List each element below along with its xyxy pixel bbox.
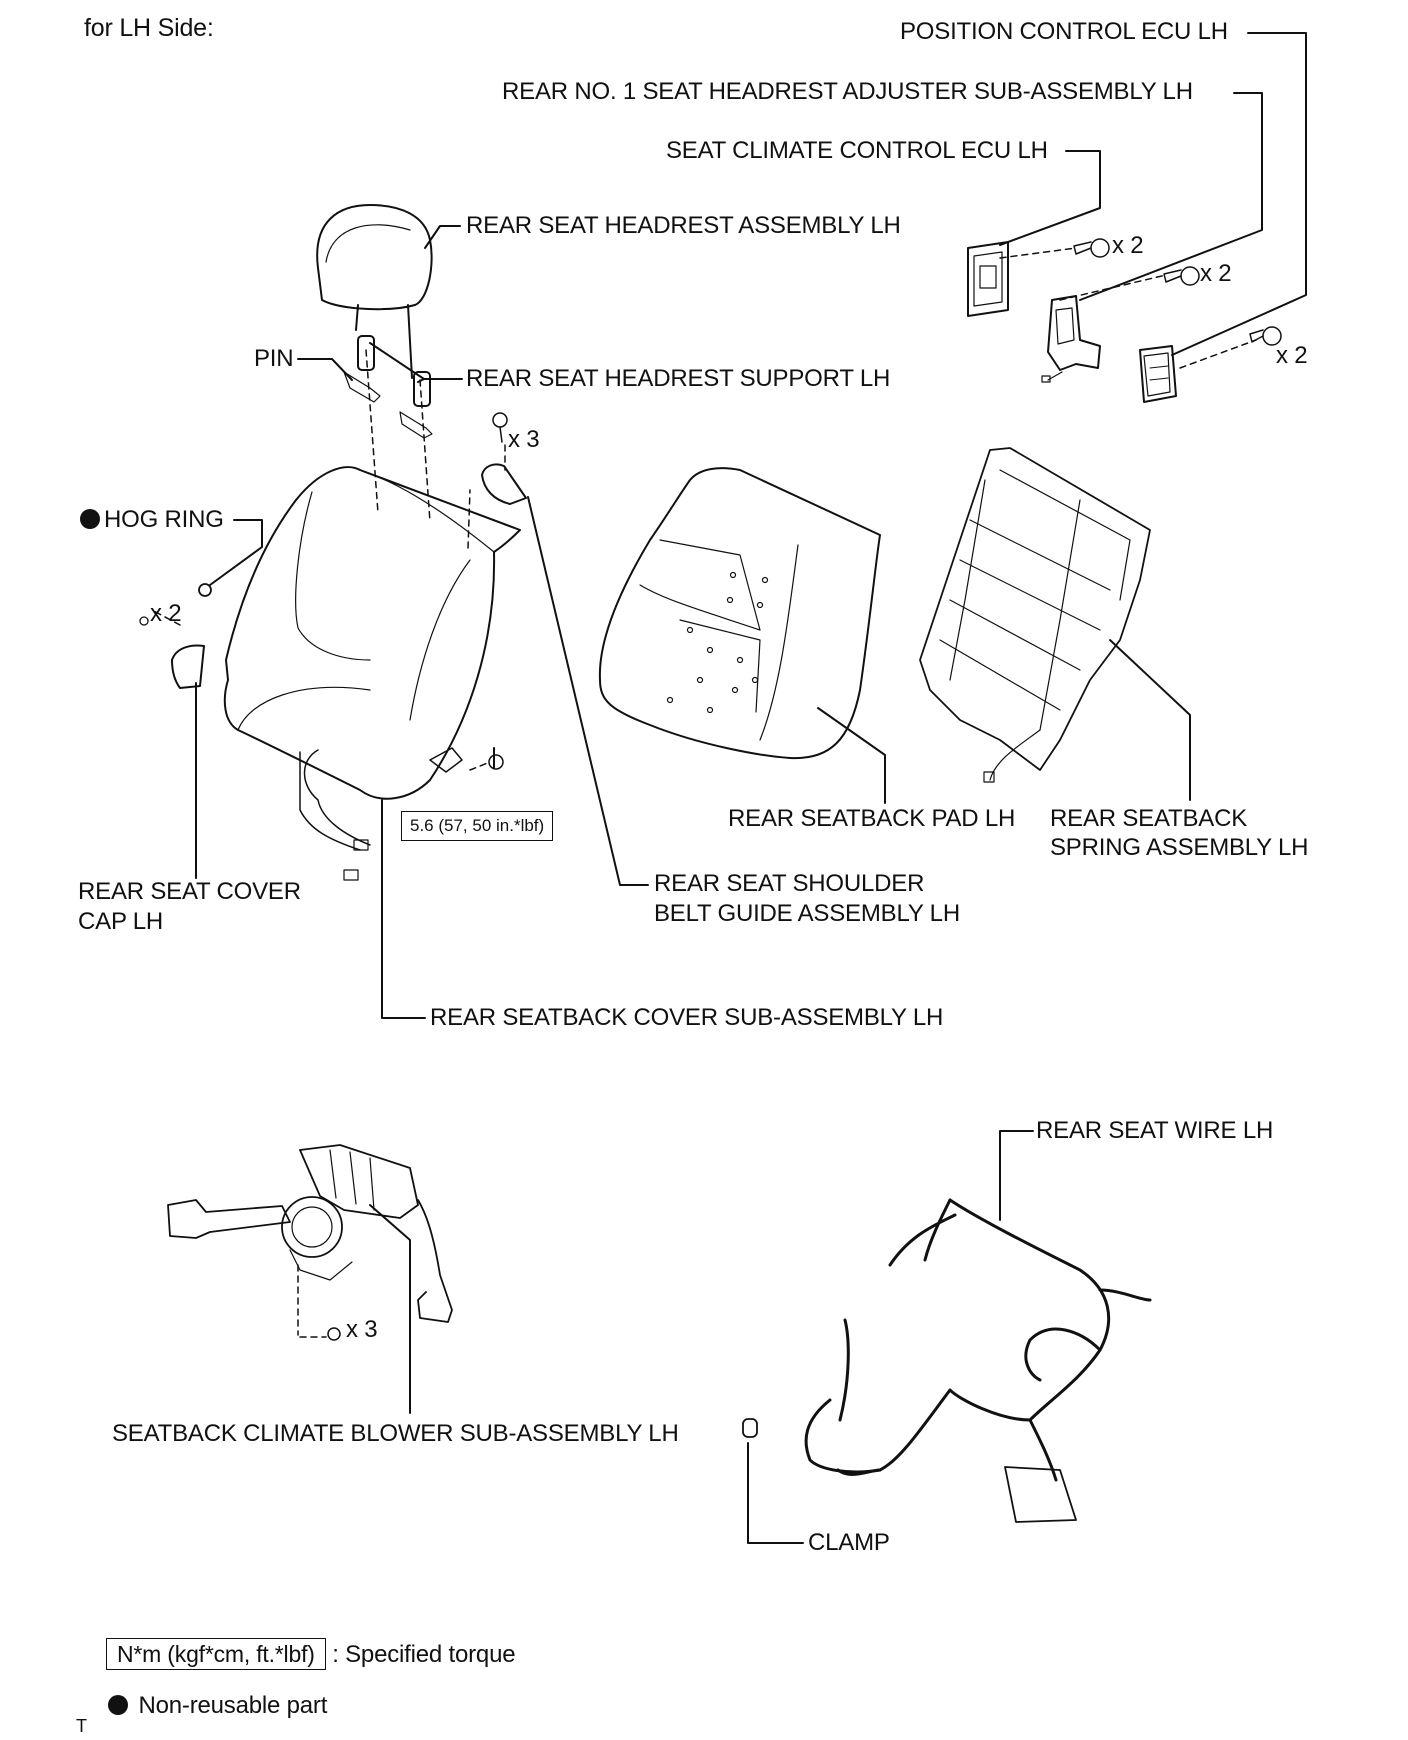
qty-cap-screws: x 2 (150, 600, 182, 627)
label-hog-ring-text: HOG RING (104, 506, 224, 533)
shoulder-belt-guide-drawing (481, 412, 527, 505)
qty-belt-guide-screws: x 3 (508, 426, 540, 453)
leader-headrest-support-b (417, 378, 425, 383)
seatback-cover-drawing (223, 466, 521, 881)
label-seatback-cover: REAR SEATBACK COVER SUB-ASSEMBLY LH (430, 1004, 944, 1031)
footer-mark: T (76, 1716, 87, 1736)
dashed-lines (151, 247, 1257, 1338)
non-reusable-dot-icon (80, 509, 100, 529)
qty-ecu-screws: x 2 (1112, 232, 1144, 259)
page-title: for LH Side: (84, 14, 214, 42)
label-cover-cap-1: REAR SEAT COVER (78, 878, 301, 905)
seatback-spring-drawing (919, 447, 1151, 783)
seatback-pad-drawing (598, 467, 881, 760)
leader-blower (369, 1204, 411, 1414)
seat-climate-ecu-drawing (967, 241, 1009, 317)
label-pin: PIN (254, 345, 294, 372)
leader-position-ecu (1171, 32, 1307, 356)
headrest-drawing (316, 204, 433, 379)
label-headrest-assembly: REAR SEAT HEADREST ASSEMBLY LH (466, 212, 901, 239)
cover-cap-drawing (139, 616, 205, 689)
qty-blower-nuts: x 3 (346, 1316, 378, 1343)
seat-wire-drawing (804, 1198, 1152, 1523)
label-shoulder-belt-1: REAR SEAT SHOULDER (654, 870, 925, 897)
leader-seatback-pad (817, 707, 886, 804)
clamp-drawing (742, 1418, 758, 1438)
position-control-ecu-drawing (1139, 345, 1177, 403)
label-hog-ring: HOG RING (80, 506, 224, 534)
leader-hog-ring (209, 519, 263, 586)
blower-drawing (167, 1144, 453, 1341)
legend-torque-box: N*m (kgf*cm, ft.*lbf) (106, 1638, 326, 1670)
qty-position-screws: x 2 (1276, 342, 1308, 369)
label-spring-2: SPRING ASSEMBLY LH (1050, 834, 1309, 861)
leader-seat-wire (999, 1130, 1034, 1221)
label-seatback-pad: REAR SEATBACK PAD LH (728, 805, 1016, 832)
ecu-screws (1073, 238, 1282, 346)
leader-headrest-support (369, 342, 463, 380)
label-headrest-adjuster: REAR NO. 1 SEAT HEADREST ADJUSTER SUB-AS… (502, 78, 1193, 105)
leader-shoulder-belt (527, 496, 649, 886)
leader-lines (195, 32, 1307, 1544)
legend-torque: N*m (kgf*cm, ft.*lbf) : Specified torque (106, 1638, 516, 1670)
label-cover-cap-2: CAP LH (78, 908, 164, 935)
qty-adjuster-screws: x 2 (1200, 260, 1232, 287)
label-blower: SEATBACK CLIMATE BLOWER SUB-ASSEMBLY LH (112, 1420, 679, 1447)
leader-headrest-adjuster (1079, 92, 1263, 301)
label-headrest-support: REAR SEAT HEADREST SUPPORT LH (466, 365, 891, 392)
legend-nonreusable: Non-reusable part (108, 1692, 327, 1720)
leader-climate-ecu (999, 150, 1101, 246)
label-spring-1: REAR SEATBACK (1050, 805, 1248, 832)
headrest-supports-drawing (343, 335, 433, 439)
headrest-adjuster-drawing (1041, 295, 1101, 383)
label-position-control-ecu: POSITION CONTROL ECU LH (900, 18, 1228, 45)
legend-nonreusable-desc: Non-reusable part (138, 1692, 328, 1719)
leader-spring (1109, 639, 1191, 801)
label-climate-ecu: SEAT CLIMATE CONTROL ECU LH (666, 137, 1048, 164)
legend-torque-desc: : Specified torque (332, 1641, 516, 1668)
label-clamp: CLAMP (808, 1529, 890, 1556)
leader-clamp (747, 1442, 804, 1544)
leader-pin (297, 358, 353, 381)
legend-dot-icon (108, 1695, 128, 1715)
hog-ring-drawing (198, 583, 212, 597)
leader-seatback-cover (381, 799, 426, 1019)
label-shoulder-belt-2: BELT GUIDE ASSEMBLY LH (654, 900, 960, 927)
torque-spec-box: 5.6 (57, 50 in.*lbf) (401, 811, 554, 841)
label-seat-wire: REAR SEAT WIRE LH (1036, 1117, 1274, 1144)
nut-drawing (488, 754, 504, 770)
